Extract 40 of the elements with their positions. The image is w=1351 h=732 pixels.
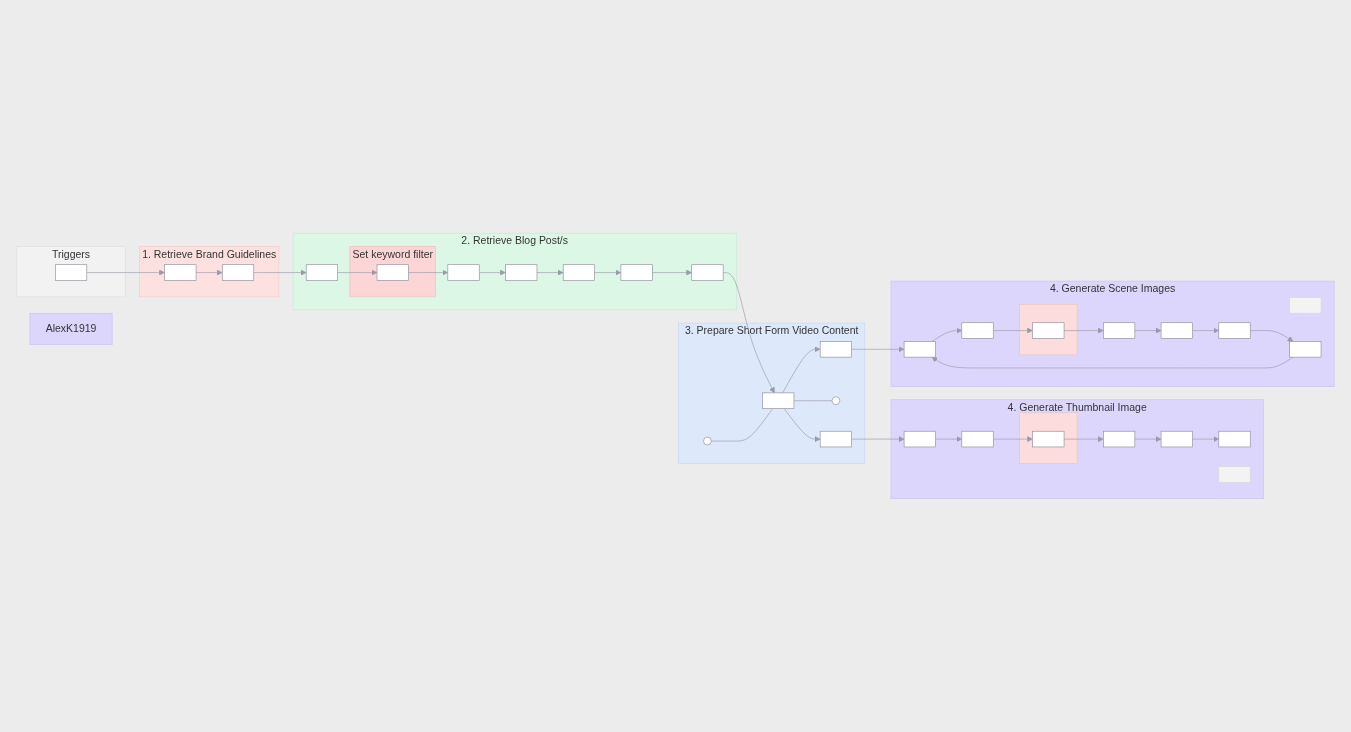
connector [793, 400, 833, 402]
node-box [1160, 430, 1193, 448]
node-box [1289, 297, 1322, 314]
node-box [505, 264, 538, 281]
node-box [562, 264, 595, 281]
node-box [1218, 430, 1251, 448]
node-circle [703, 436, 712, 446]
node-box [164, 264, 197, 281]
node-box [1032, 322, 1065, 339]
node-box [1160, 322, 1193, 339]
node-box [1103, 322, 1136, 339]
node-box [376, 264, 409, 281]
node-circle [831, 396, 841, 405]
node-box [819, 341, 852, 358]
node-box [447, 264, 480, 281]
node-box [221, 264, 255, 281]
node-box [1218, 466, 1251, 483]
connector [711, 408, 773, 442]
node-box [762, 392, 795, 409]
node-box [961, 430, 994, 448]
cluster [1019, 304, 1078, 356]
node-box [903, 341, 936, 358]
cluster: Triggers [16, 246, 126, 298]
node-box [1103, 430, 1136, 448]
cluster: Set keyword filter [349, 246, 436, 298]
node-box [691, 264, 724, 281]
node-box [819, 430, 852, 448]
node-box [620, 264, 653, 281]
cluster: 1. Retrieve Brand Guidelines [139, 246, 280, 298]
node-box: AlexK1919 [29, 312, 113, 345]
node-box [903, 430, 936, 448]
cluster: 3. Prepare Short Form Video Content [678, 322, 866, 464]
node-box [1032, 430, 1065, 448]
node-box [55, 264, 88, 281]
node-box [1218, 322, 1251, 339]
node-box [305, 264, 338, 281]
cluster: 4. Generate Thumbnail Image [890, 399, 1264, 500]
node-box [1289, 341, 1322, 358]
cluster: 4. Generate Scene Images [890, 280, 1335, 387]
node-box [961, 322, 994, 339]
